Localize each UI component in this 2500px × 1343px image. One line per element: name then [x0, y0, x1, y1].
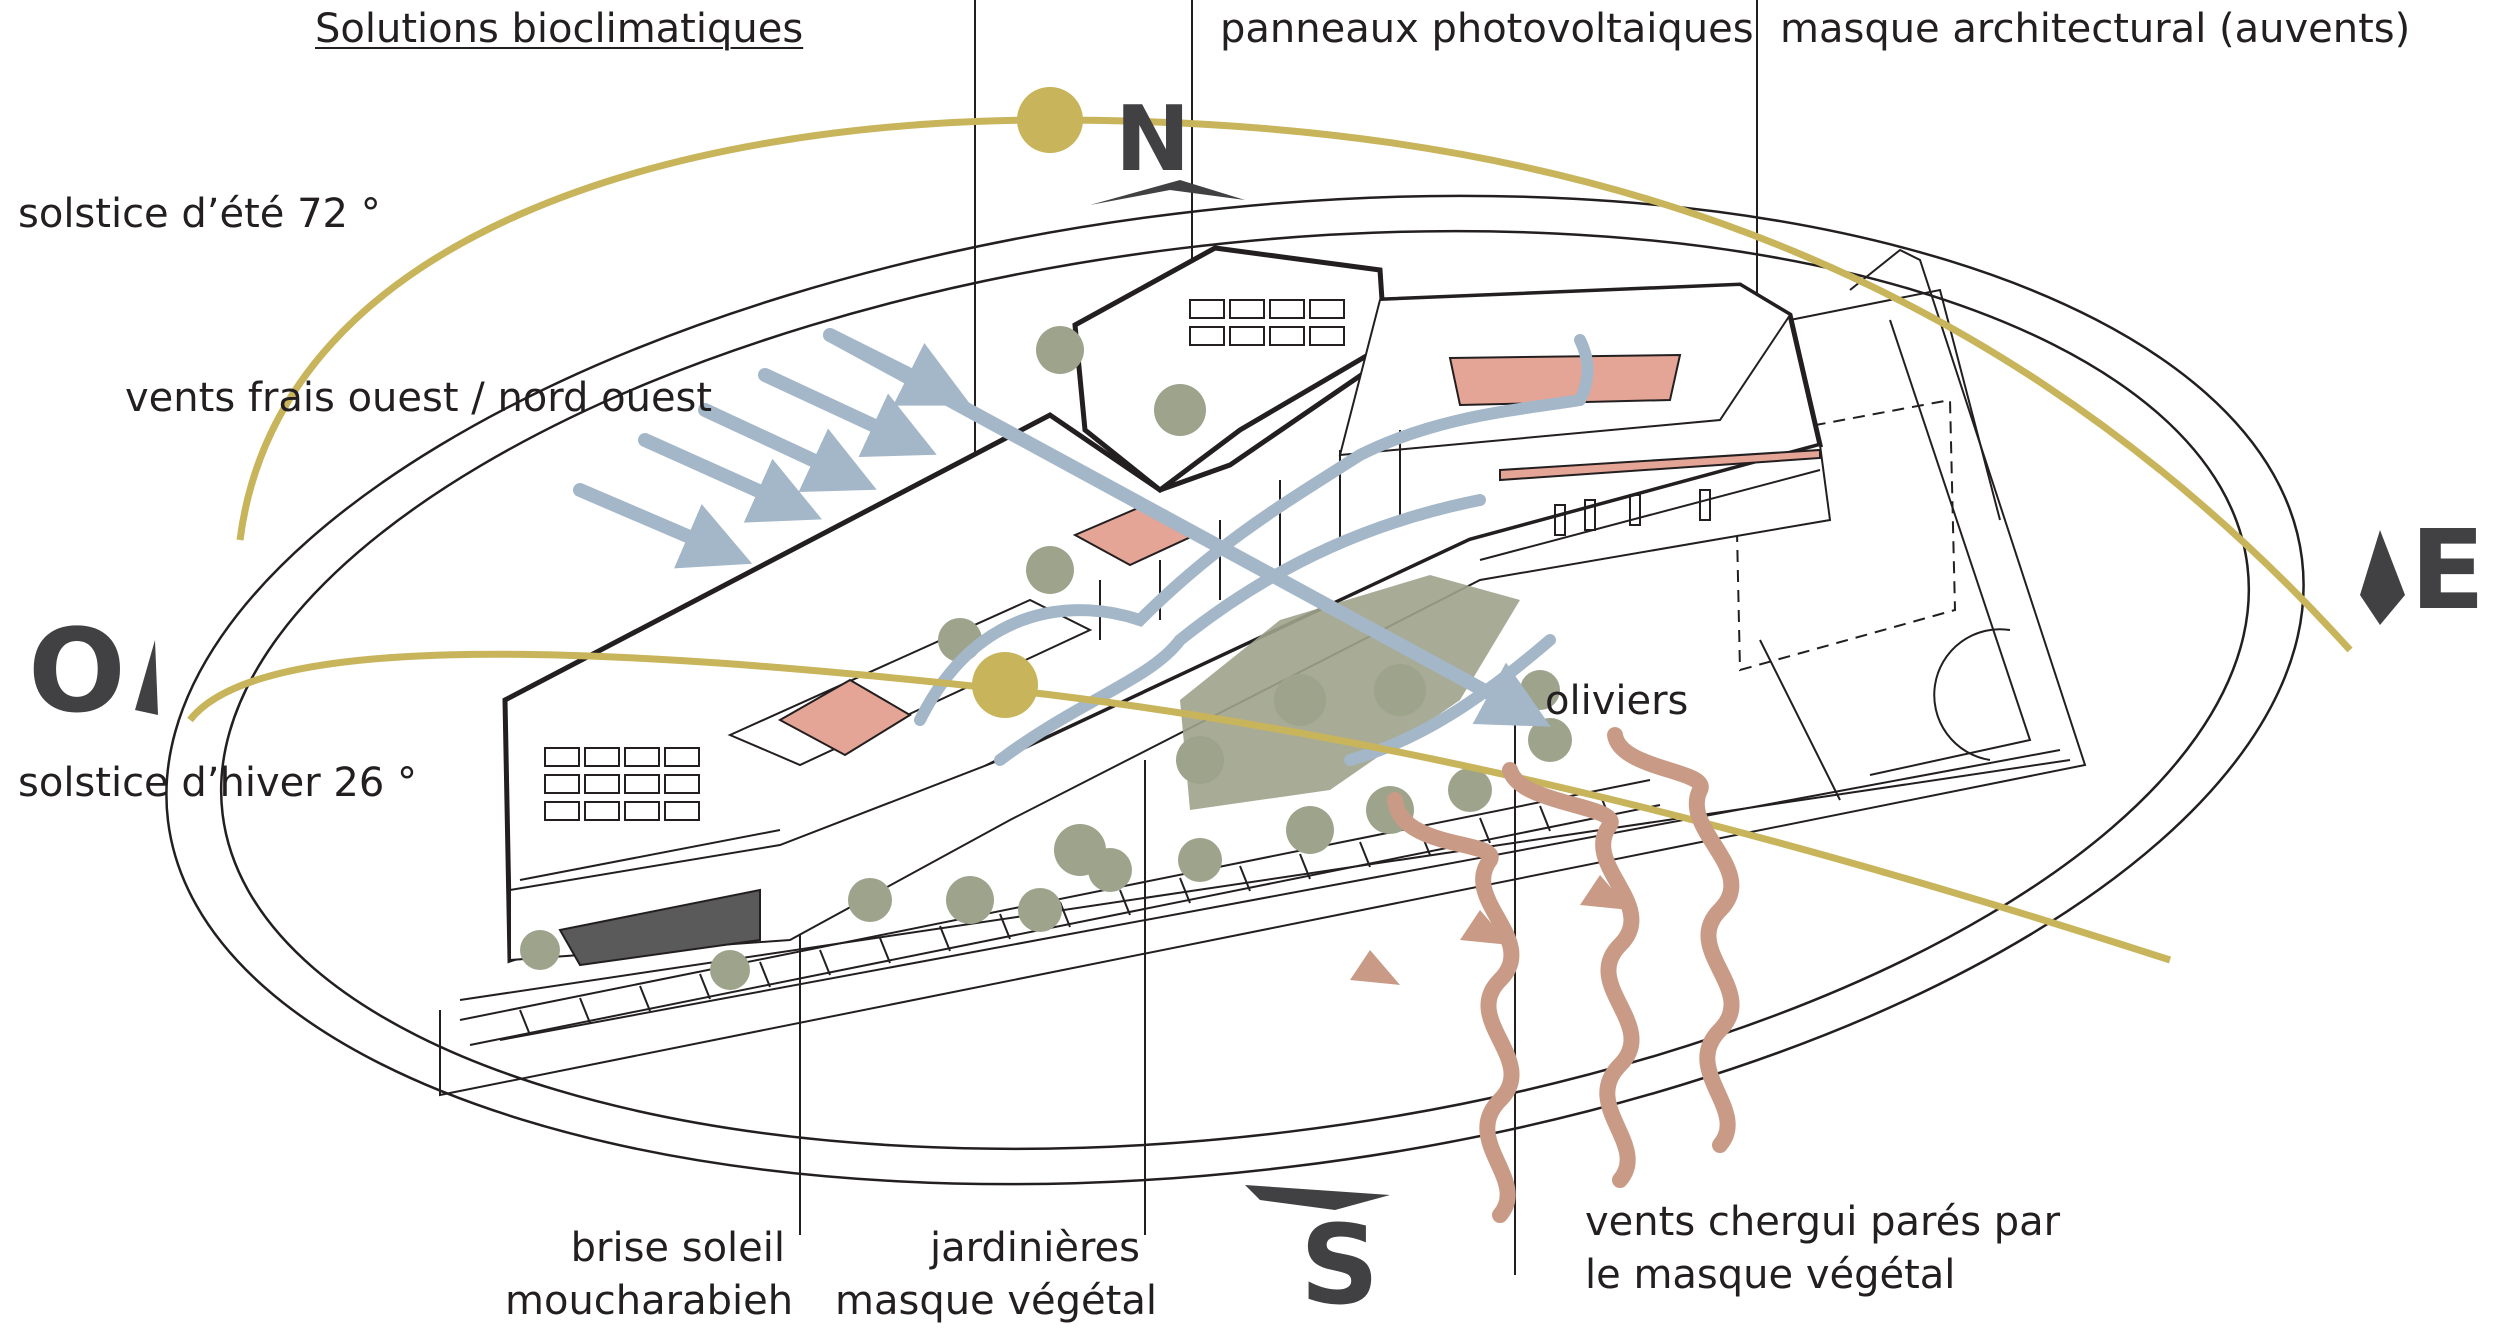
chergui-arrow-heads: [1350, 875, 1630, 985]
cardinal-east: E: [2410, 506, 2486, 634]
label-summer-solstice: solstice d’été 72 °: [18, 191, 381, 237]
label-cool-winds: vents frais ouest / nord ouest: [125, 375, 713, 421]
north-arrow-icon: [1090, 180, 1245, 205]
label-planters: jardinières masque végétal: [835, 1222, 1157, 1328]
label-solar-panels: panneaux photovoltaiques: [1220, 6, 1754, 52]
label-chergui-winds: vents chergui parés par le masque végéta…: [1585, 1196, 2060, 1302]
south-arrow-icon: [1245, 1185, 1390, 1210]
label-chergui-line1: vents chergui parés par: [1585, 1199, 2061, 1245]
label-brise-soleil-line1: brise soleil: [570, 1225, 785, 1271]
label-winter-solstice: solstice d’hiver 26 °: [18, 760, 418, 806]
label-brise-soleil: brise soleil moucharabieh: [505, 1222, 794, 1328]
summer-sun-icon: [1017, 87, 1083, 153]
diagram-title: Solutions bioclimatiques: [315, 6, 804, 52]
cool-wind-circulation: [914, 334, 1594, 766]
cardinal-south: S: [1300, 1201, 1380, 1329]
solar-panels: [544, 299, 1345, 821]
west-arrow-icon: [135, 640, 158, 715]
label-olive-trees: oliviers: [1545, 678, 1689, 724]
moucharabieh-screen: [558, 888, 761, 967]
cool-wind-arrows: [573, 328, 1551, 727]
sun-paths: [187, 116, 2353, 964]
label-planters-line1: jardinières: [930, 1225, 1140, 1271]
label-architectural-mask: masque architectural (auvents): [1780, 6, 2411, 52]
vegetation: [520, 326, 1572, 990]
street-curb: [459, 779, 1661, 1046]
cardinal-west: O: [28, 605, 126, 739]
cardinal-north: N: [1115, 87, 1191, 192]
site-ellipse: [165, 194, 2305, 1186]
winter-sun-icon: [972, 652, 1038, 718]
label-brise-soleil-line2: moucharabieh: [505, 1277, 794, 1324]
chergui-wind-arrows: [1387, 727, 1740, 1223]
label-chergui-line2: le masque végétal: [1585, 1251, 1956, 1298]
label-planters-line2: masque végétal: [835, 1277, 1157, 1324]
compass-marks: [135, 180, 2405, 1210]
east-arrow-icon: [2360, 530, 2405, 625]
